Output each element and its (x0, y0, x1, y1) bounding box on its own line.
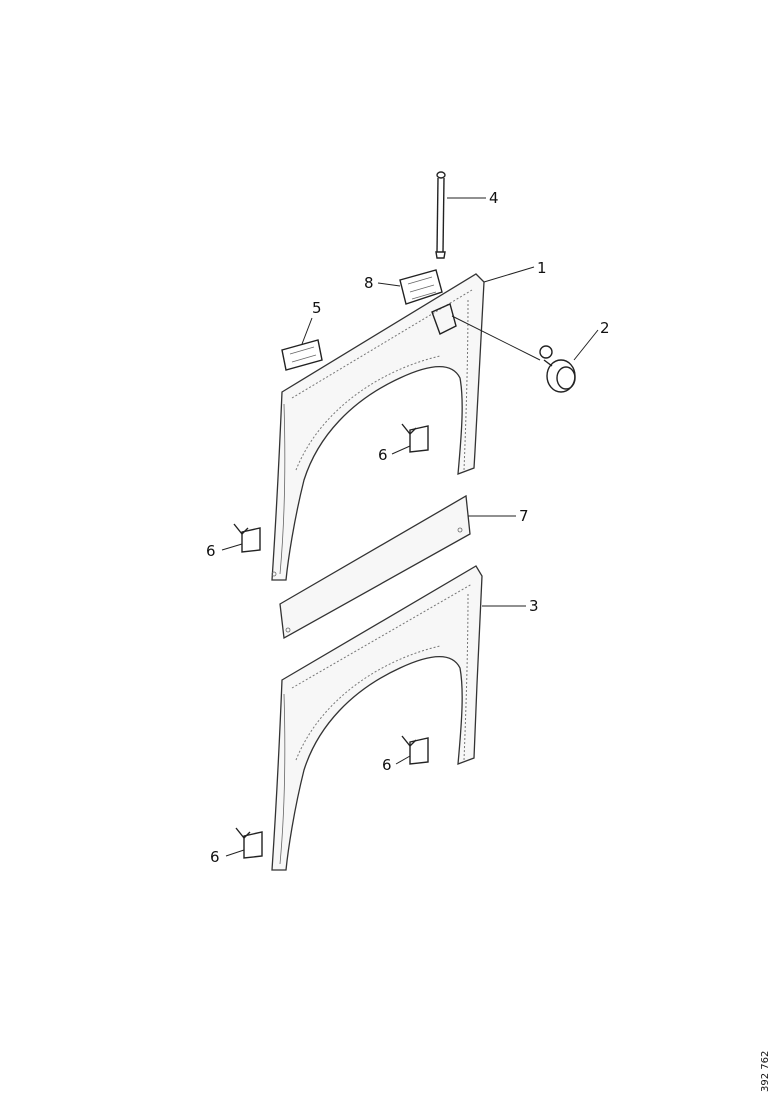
part-6-clip-lower-right (401, 735, 429, 765)
part-6-clip-upper-right (401, 423, 429, 453)
leader-8 (377, 282, 401, 287)
part-7-strip (279, 494, 471, 640)
callout-4: 4 (489, 189, 499, 207)
leader-2 (573, 329, 599, 361)
part-3-lower-fender (271, 565, 483, 871)
callout-6d: 6 (210, 848, 220, 866)
callout-6c: 6 (382, 756, 392, 774)
part-6-clip-upper-left (233, 523, 261, 553)
leader-2-link (451, 315, 541, 361)
callout-6b: 6 (206, 542, 216, 560)
callout-1: 1 (537, 259, 547, 277)
part-8-hinge-clip (399, 269, 443, 305)
part-2-side-lamp (431, 303, 576, 393)
part-5-hinge-clip (281, 339, 323, 371)
callout-5: 5 (312, 299, 322, 317)
document-id: 392 762 (760, 1051, 771, 1092)
part-4-bolt (435, 171, 446, 259)
callout-3: 3 (529, 597, 539, 615)
leader-1 (483, 266, 535, 283)
leader-6c (395, 755, 411, 765)
part-6-clip-lower-left (235, 827, 263, 859)
callout-2: 2 (600, 319, 610, 337)
leader-5 (301, 317, 313, 345)
callout-7: 7 (519, 507, 529, 525)
leader-6d (225, 849, 245, 857)
callout-6a: 6 (378, 446, 388, 464)
part-1-upper-fender (271, 273, 485, 581)
callout-8: 8 (364, 274, 374, 292)
leader-6b (221, 543, 243, 551)
leader-6a (391, 445, 411, 455)
